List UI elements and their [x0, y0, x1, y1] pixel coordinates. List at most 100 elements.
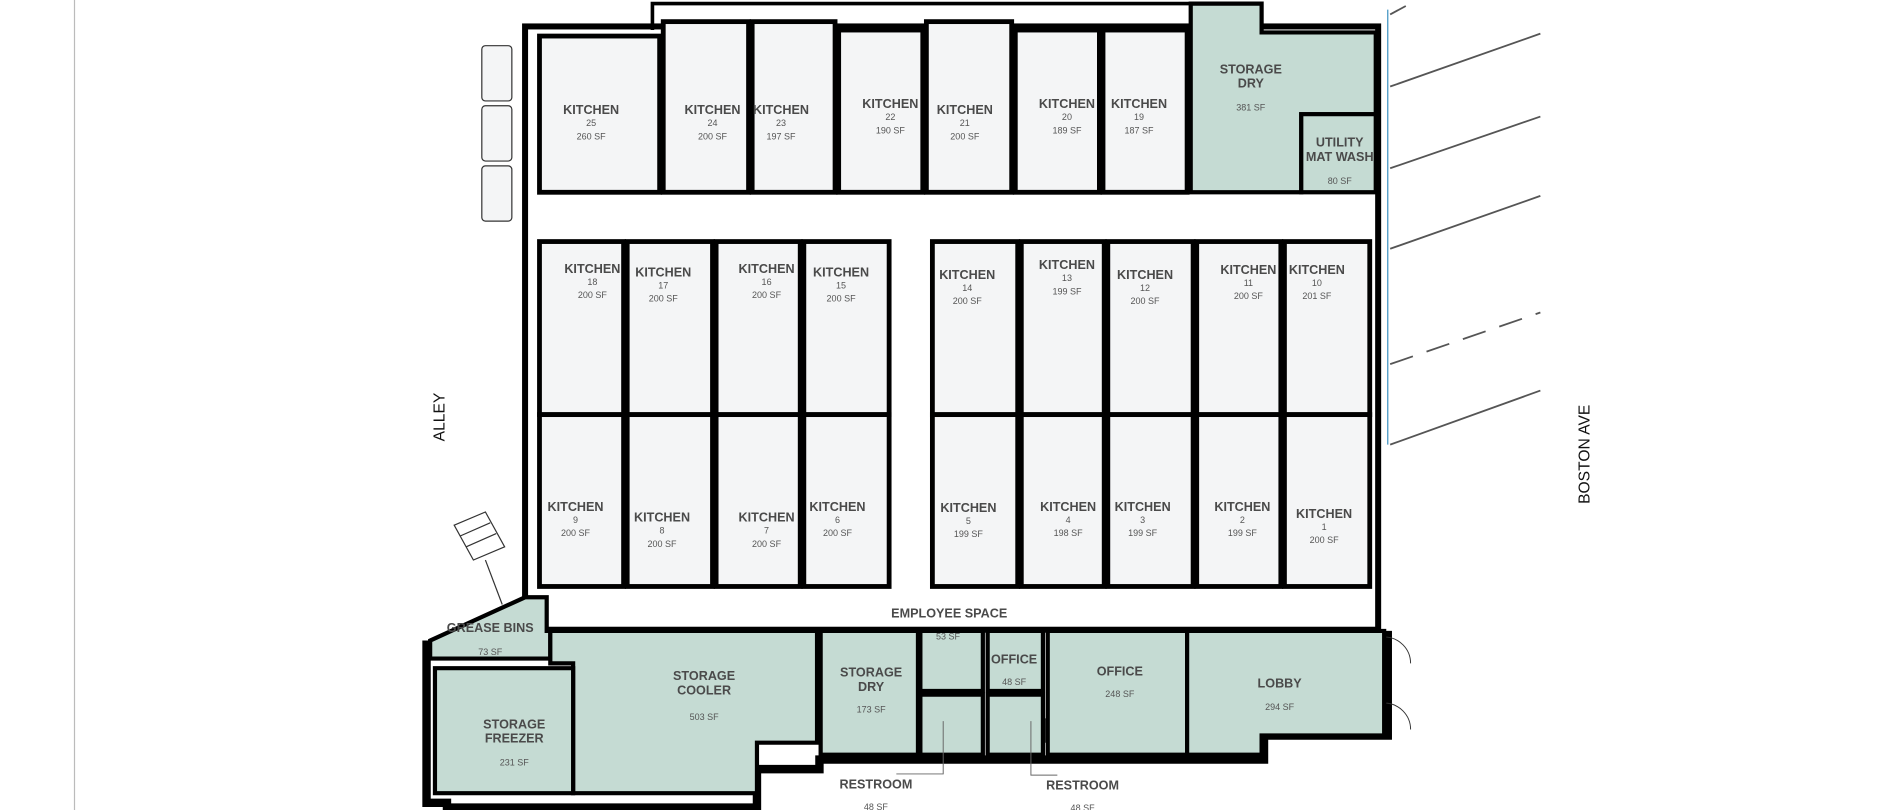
room-restroom-1[interactable] [918, 692, 985, 757]
kitchen-unit-6[interactable] [801, 412, 892, 589]
kitchen-label: KITCHEN [940, 501, 996, 515]
kitchen-unit-21[interactable] [923, 19, 1015, 195]
room-storage-freezer[interactable] [432, 666, 576, 796]
room-area: 48 SF [1071, 803, 1096, 810]
kitchen-number: 14 [962, 283, 972, 293]
kitchen-unit-9[interactable] [537, 412, 626, 589]
boston-ave-label: BOSTON AVE [1577, 405, 1594, 504]
kitchen-label: KITCHEN [564, 262, 620, 276]
kitchen-unit-1[interactable] [1282, 412, 1373, 589]
room-utility-mat-wash[interactable] [1299, 112, 1378, 195]
kitchen-number: 2 [1240, 515, 1245, 525]
kitchen-unit-23[interactable] [749, 19, 838, 195]
room-label: STORAGE [840, 666, 902, 680]
kitchen-label: KITCHEN [1289, 263, 1345, 277]
kitchen-number: 18 [587, 277, 597, 287]
room-storage-cooler[interactable] [548, 628, 820, 796]
kitchen-area: 198 SF [1054, 528, 1084, 538]
kitchen-unit-7[interactable] [713, 412, 803, 589]
kitchen-unit-20[interactable] [1012, 27, 1102, 195]
kitchen-area: 200 SF [1310, 535, 1340, 545]
kitchen-number: 7 [764, 526, 769, 536]
kitchen-area: 187 SF [1125, 125, 1155, 135]
kitchen-area: 200 SF [561, 528, 591, 538]
room-label: DRY [1238, 77, 1265, 91]
kitchen-label: KITCHEN [1040, 500, 1096, 514]
kitchen-area: 190 SF [876, 125, 906, 135]
kitchen-label: KITCHEN [939, 268, 995, 282]
room-area: 53 SF [936, 631, 961, 641]
room-restroom-2[interactable] [985, 692, 1046, 757]
kitchen-number: 12 [1140, 283, 1150, 293]
kitchen-number: 15 [836, 280, 846, 290]
kitchen-area: 200 SF [578, 290, 608, 300]
kitchen-number: 25 [586, 118, 596, 128]
room-lobby[interactable] [1185, 628, 1387, 757]
kitchen-unit-17[interactable] [624, 239, 715, 418]
room-label: STORAGE [483, 717, 545, 731]
kitchen-area: 200 SF [648, 539, 678, 549]
kitchen-area: 200 SF [752, 290, 782, 300]
kitchen-label: KITCHEN [1039, 97, 1095, 111]
kitchen-area: 200 SF [827, 294, 857, 304]
alley-label: ALLEY [432, 392, 449, 441]
kitchen-area: 200 SF [1131, 296, 1161, 306]
kitchen-area: 201 SF [1302, 291, 1332, 301]
kitchen-unit-25[interactable] [537, 33, 663, 195]
parking-stripes [1389, 5, 1541, 446]
kitchen-number: 10 [1312, 278, 1322, 288]
kitchen-unit-19[interactable] [1100, 27, 1190, 195]
kitchen-unit-22[interactable] [836, 27, 926, 195]
kitchen-label: KITCHEN [809, 500, 865, 514]
kitchen-unit-15[interactable] [801, 239, 892, 418]
room-label: OFFICE [1097, 664, 1143, 678]
room-label: OFFICE [991, 652, 1037, 666]
kitchen-unit-3[interactable] [1105, 412, 1196, 589]
kitchen-unit-12[interactable] [1105, 239, 1196, 418]
kitchen-area: 200 SF [752, 539, 782, 549]
kitchen-unit-14[interactable] [929, 239, 1021, 418]
kitchen-number: 4 [1066, 515, 1071, 525]
kitchen-area: 200 SF [698, 131, 728, 141]
kitchen-number: 24 [708, 118, 718, 128]
kitchen-label: KITCHEN [739, 262, 795, 276]
room-label: MAT WASH [1306, 150, 1374, 164]
room-label: COOLER [677, 684, 731, 698]
kitchen-label: KITCHEN [1296, 507, 1352, 521]
room-label: DRY [858, 680, 885, 694]
kitchen-unit-8[interactable] [624, 412, 715, 589]
room-closet-53[interactable] [918, 628, 985, 694]
kitchen-unit-5[interactable] [929, 412, 1021, 589]
kitchen-number: 3 [1140, 515, 1145, 525]
kitchen-number: 23 [776, 118, 786, 128]
kitchen-label: KITCHEN [1111, 97, 1167, 111]
room-label: RESTROOM [1046, 779, 1119, 793]
kitchen-number: 16 [762, 277, 772, 287]
room-area: 381 SF [1236, 103, 1266, 113]
kitchen-area: 200 SF [1234, 291, 1264, 301]
kitchen-area: 199 SF [954, 529, 984, 539]
room-area: 73 SF [478, 647, 503, 657]
kitchen-label: KITCHEN [739, 511, 795, 525]
kitchen-unit-24[interactable] [660, 19, 751, 195]
kitchen-label: KITCHEN [937, 103, 993, 117]
kitchen-area: 197 SF [766, 131, 796, 141]
site-context [73, 0, 1541, 810]
kitchen-unit-18[interactable] [537, 239, 626, 418]
kitchen-label: KITCHEN [548, 500, 604, 514]
kitchen-label: KITCHEN [634, 511, 690, 525]
kitchen-area: 200 SF [950, 131, 980, 141]
room-label: EMPLOYEE SPACE [891, 607, 1007, 621]
kitchen-unit-2[interactable] [1194, 412, 1284, 589]
kitchen-number: 17 [658, 280, 668, 290]
kitchen-unit-4[interactable] [1018, 412, 1107, 589]
exterior-stair [453, 511, 506, 605]
kitchen-number: 19 [1134, 112, 1144, 122]
kitchen-unit-11[interactable] [1194, 239, 1284, 418]
room-area: 294 SF [1265, 702, 1295, 712]
kitchen-number: 11 [1244, 278, 1253, 288]
room-office-small[interactable] [985, 628, 1046, 694]
rooms [428, 1, 1387, 796]
kitchen-area: 200 SF [823, 528, 853, 538]
room-storage-dry-bottom[interactable] [818, 628, 921, 757]
